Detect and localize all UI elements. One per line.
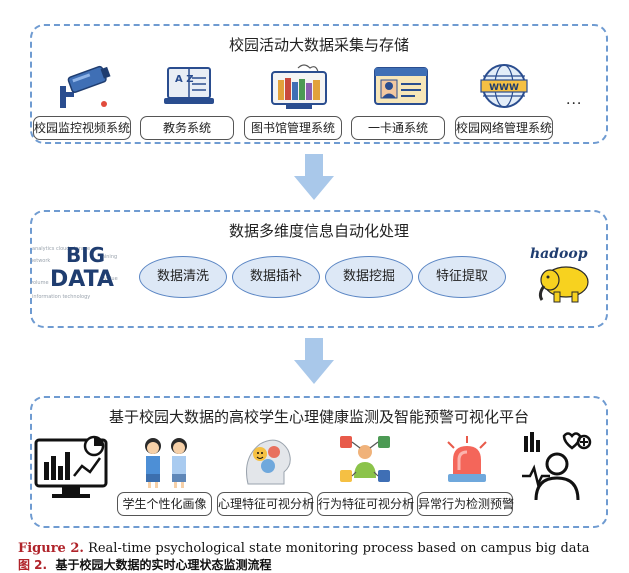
alarm-warning-icon (447, 436, 487, 482)
step-data-imputation: 数据插补 (232, 256, 320, 298)
step-data-mining: 数据挖掘 (325, 256, 413, 298)
source-item-network: 校园网络管理系统 (455, 116, 553, 140)
big-data-logo-data: DATA (50, 267, 114, 292)
platform-item-anomaly-warning: 异常行为检测预警 (417, 492, 514, 516)
svg-text:network: network (30, 258, 50, 264)
processing-panel-title: 数据多维度信息自动化处理 (228, 222, 409, 240)
source-item-library: 图书馆管理系统 (244, 116, 342, 140)
source-item-academic: 教务系统 (140, 116, 234, 140)
student-portrait-icon (145, 438, 187, 488)
library-books-icon (271, 64, 327, 109)
emotion-head-icon (246, 439, 291, 485)
figure-label-en: Figure 2. (18, 541, 84, 556)
svg-text:information technology: information technology (32, 294, 90, 300)
collection-panel-title: 校园活动大数据采集与存储 (228, 36, 409, 54)
svg-text:value: value (104, 276, 118, 282)
www-globe-icon: WWW (480, 64, 528, 108)
platform-item-student-profile: 学生个性化画像 (117, 492, 212, 516)
www-label: WWW (489, 83, 519, 93)
platform-panel-title: 基于校园大数据的高校学生心理健康监测及智能预警可视化平台 (108, 408, 529, 426)
figure-label-zh: 图 2. (18, 558, 48, 572)
big-data-logo-big: BIG (66, 243, 105, 267)
more-sources-ellipsis: ... (566, 92, 583, 108)
platform-item-psych-analysis: 心理特征可视分析 (217, 492, 314, 516)
dictionary-book-icon: A Z (164, 67, 214, 104)
source-item-campus-card: 一卡通系统 (351, 116, 445, 140)
step-data-cleaning: 数据清洗 (139, 256, 227, 298)
figure-text-zh: 基于校园大数据的实时心理状态监测流程 (47, 558, 272, 572)
az-label: A Z (175, 74, 193, 85)
flow-arrow-down-2 (294, 338, 334, 384)
campus-card-icon (374, 67, 428, 105)
surveillance-camera-icon (60, 65, 111, 108)
big-data-logo: analytics cloud storage network mining i… (30, 243, 118, 300)
platform-item-behavior-analysis: 行为特征可视分析 (317, 492, 414, 516)
health-monitoring-person-icon (522, 432, 592, 501)
svg-text:volume: volume (30, 280, 49, 286)
flow-arrow-down-1 (294, 154, 334, 200)
svg-text:mining: mining (100, 254, 117, 260)
svg-text:analytics cloud storage: analytics cloud storage (32, 246, 90, 252)
processing-panel: 数据多维度信息自动化处理 (30, 210, 608, 328)
figure-caption-en: Figure 2. Real-time psychological state … (18, 541, 590, 556)
hadoop-wordmark: hadoop (530, 246, 588, 262)
figure-text-en: Real-time psychological state monitoring… (83, 541, 590, 556)
source-item-surveillance: 校园监控视频系统 (33, 116, 131, 140)
step-feature-extraction: 特征提取 (418, 256, 506, 298)
behavior-analysis-icon (340, 436, 390, 482)
figure-caption-zh: 图 2. 基于校园大数据的实时心理状态监测流程 (18, 556, 271, 573)
hadoop-elephant-logo: hadoop (530, 246, 589, 303)
dashboard-monitor-icon (34, 435, 108, 498)
